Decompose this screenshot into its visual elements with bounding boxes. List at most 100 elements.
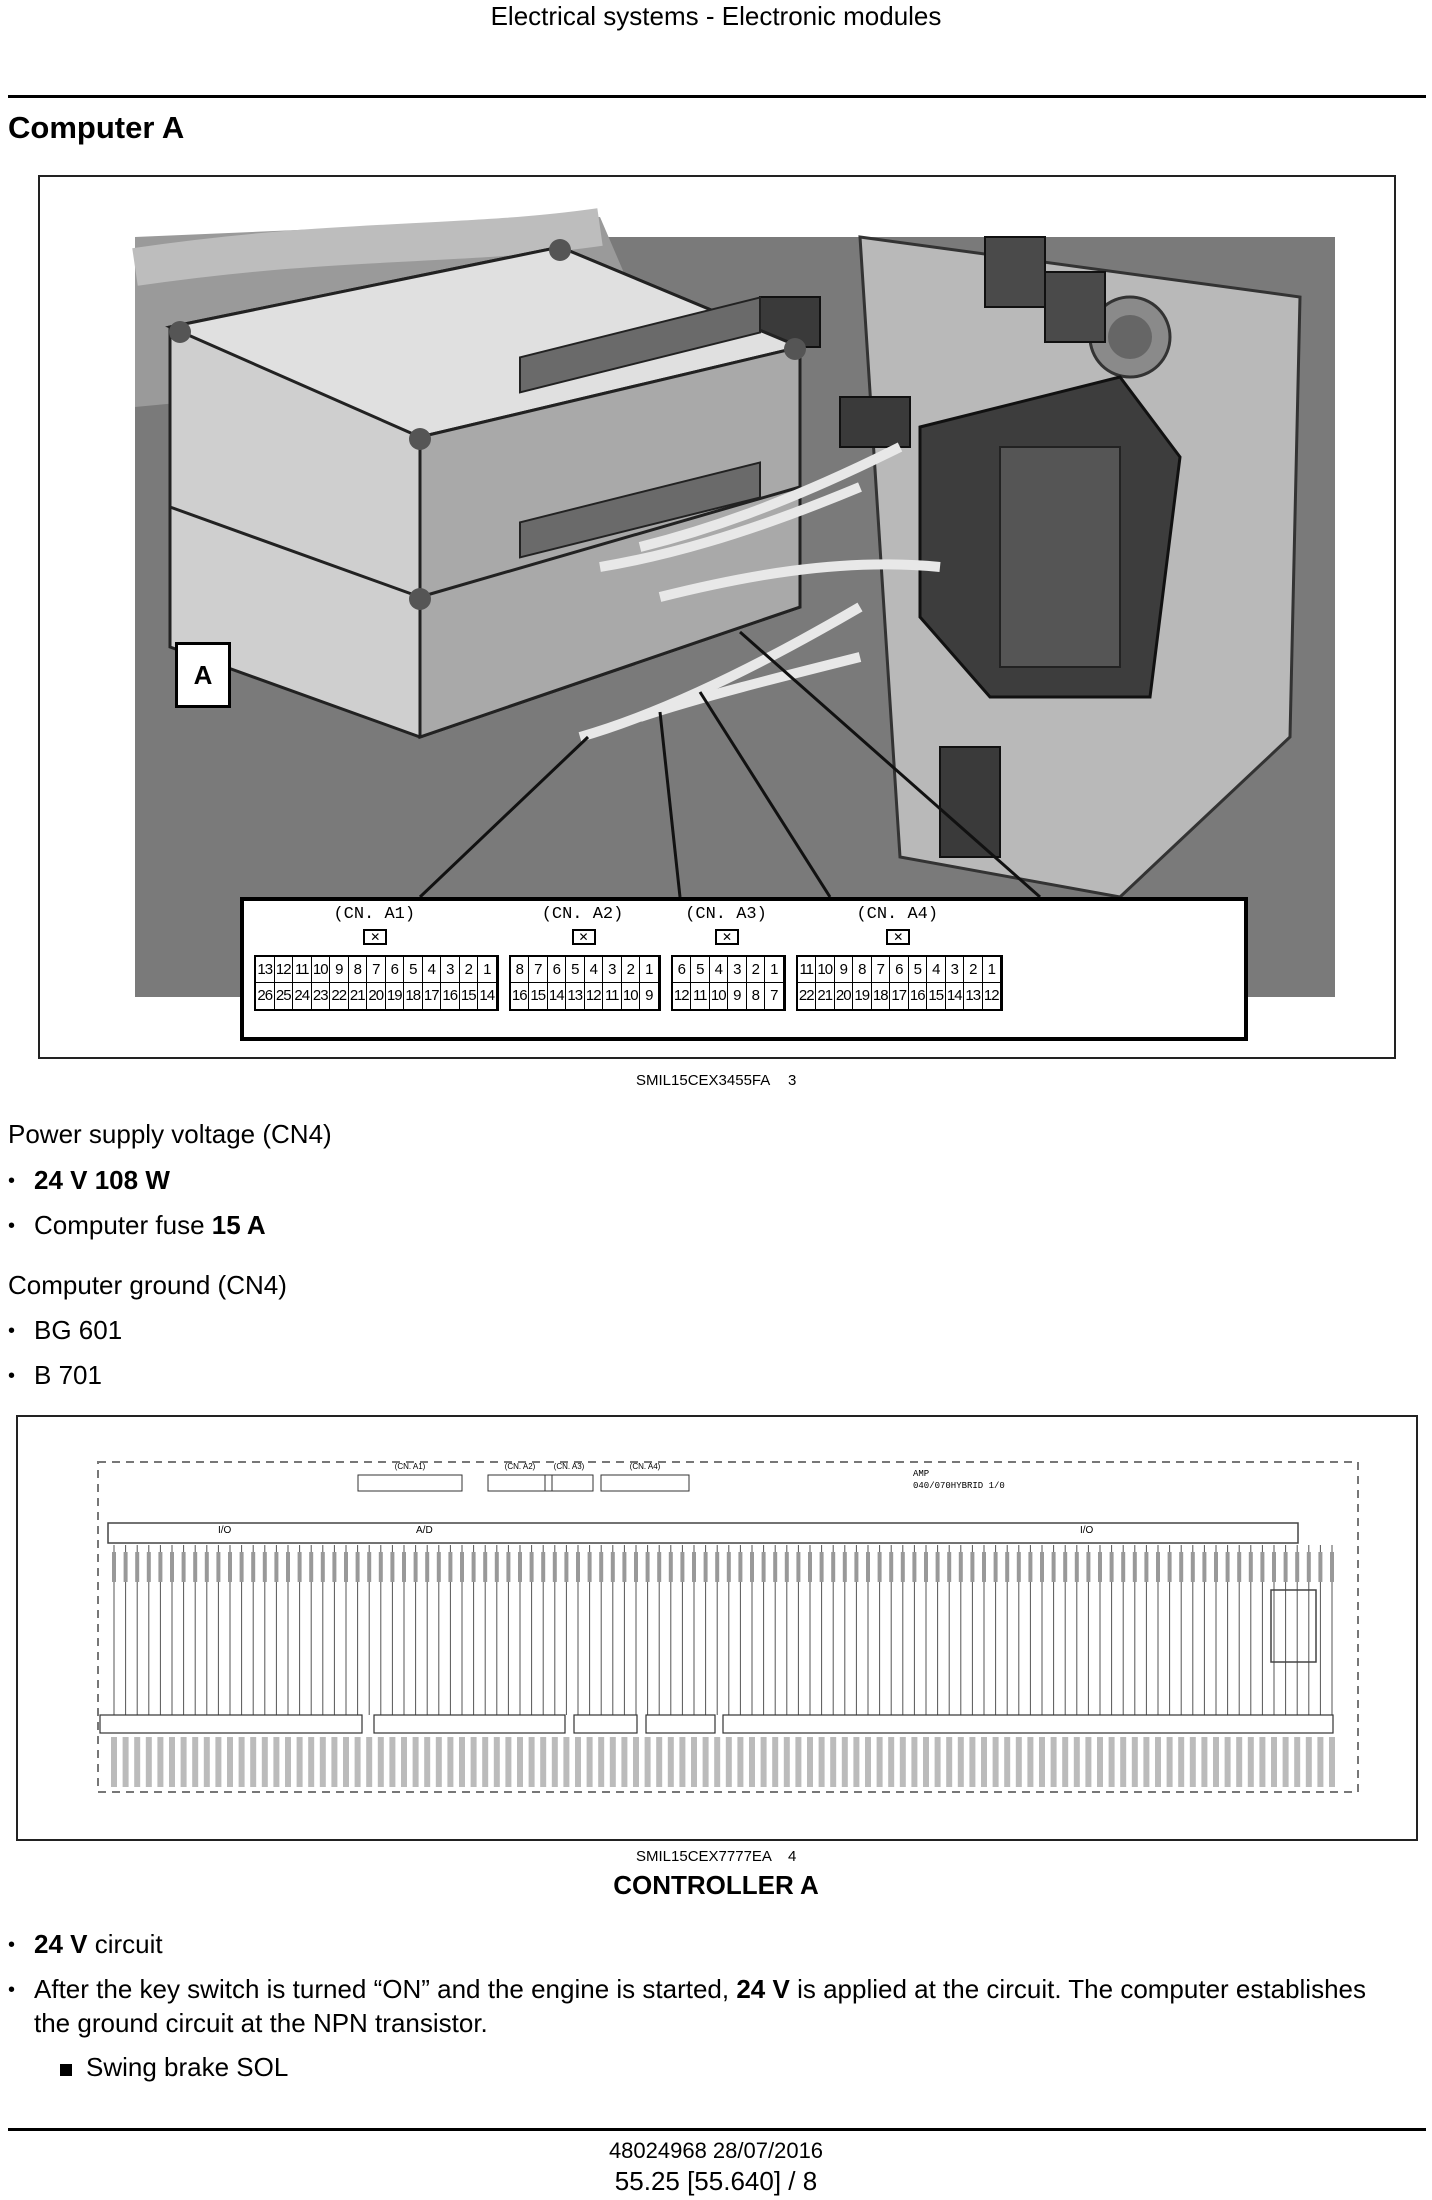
wire-label-block — [911, 1737, 918, 1787]
signal-label-block — [726, 1552, 731, 1582]
pin-number: 15 — [460, 983, 478, 1009]
pin-number: 4 — [709, 957, 728, 983]
bolt — [784, 338, 806, 360]
pin-number: 6 — [547, 957, 566, 983]
signal-label-block — [900, 1552, 905, 1582]
bullet-icon: • — [8, 1170, 16, 1192]
pin-number: 4 — [422, 957, 441, 983]
wire-label-block — [1317, 1737, 1324, 1787]
bullet-icon: • — [8, 1215, 16, 1237]
signal-label-block — [425, 1552, 430, 1582]
power-item-1: •24 V 108 W — [8, 1163, 170, 1198]
pin-number: 1 — [982, 957, 1001, 983]
pin-number: 2 — [964, 957, 983, 983]
wire-label-block — [969, 1737, 976, 1787]
signal-label-block — [610, 1552, 615, 1582]
wire-label-block — [169, 1737, 175, 1787]
signal-label-block — [436, 1552, 441, 1582]
signal-label-block — [796, 1552, 801, 1582]
signal-label-block — [1179, 1552, 1184, 1582]
wire-label-block — [145, 1737, 152, 1787]
footer-rule — [8, 2128, 1426, 2131]
signal-label-block — [1306, 1552, 1311, 1582]
pin-number: 5 — [566, 957, 585, 983]
signal-label-block — [622, 1552, 627, 1582]
signal-label-block — [1016, 1552, 1021, 1582]
pin-number: 13 — [964, 983, 983, 1009]
power-item-2: •Computer fuse 15 A — [8, 1208, 266, 1243]
signal-label-block — [1121, 1552, 1126, 1582]
wire-label-block — [644, 1737, 651, 1787]
signal-label-block — [935, 1552, 940, 1582]
pin-number: 7 — [529, 957, 548, 983]
wire-label-block — [319, 1737, 326, 1787]
pin-number: 6 — [672, 957, 691, 983]
pin-number: 8 — [510, 957, 529, 983]
pin-number: 16 — [909, 983, 927, 1009]
pin-number: 9 — [728, 983, 747, 1009]
signal-label-block — [448, 1552, 453, 1582]
pin-number: 2 — [621, 957, 640, 983]
wire-label-block — [934, 1737, 941, 1787]
signal-label-block — [982, 1552, 986, 1582]
wire-label-block — [1236, 1737, 1243, 1787]
wire-label-block — [447, 1737, 454, 1787]
computer-a-illustration — [132, 208, 1335, 997]
signal-label-block — [576, 1552, 580, 1582]
signal-label-block — [367, 1552, 372, 1582]
round-connector-inner — [1108, 315, 1152, 359]
pin-number: 5 — [691, 957, 710, 983]
wire-label-block — [737, 1737, 744, 1787]
socket-lower — [519, 461, 761, 559]
wire-label-block — [296, 1737, 303, 1787]
bullet-icon: • — [8, 1934, 16, 1956]
plug — [839, 396, 911, 448]
pin-number: 20 — [367, 983, 386, 1009]
pin-number: 25 — [275, 983, 293, 1009]
pin-number: 18 — [872, 983, 890, 1009]
pin-number: 14 — [946, 983, 964, 1009]
pin-number: 1 — [478, 957, 497, 983]
wire-label-block — [865, 1737, 871, 1787]
wire-label-block — [331, 1737, 338, 1787]
signal-label-block — [889, 1552, 894, 1582]
signal-label-block — [1098, 1552, 1102, 1582]
signal-label-block — [1260, 1552, 1265, 1582]
wire-label-block — [714, 1737, 721, 1787]
wire-label-block — [157, 1737, 164, 1787]
pin-number: 15 — [529, 983, 548, 1009]
controller-wiring-diagram: (CN. A1)(CN. A2)(CN. A3)(CN. A4) — [97, 1461, 1359, 1793]
wire-label-block — [1189, 1737, 1196, 1787]
callout-a: A — [175, 642, 231, 708]
wire-label-block — [749, 1737, 755, 1787]
signal-label-block — [842, 1552, 847, 1582]
pin-number: 17 — [890, 983, 909, 1009]
wire-label-block — [853, 1737, 860, 1787]
bullet-icon: • — [8, 1320, 16, 1342]
signal-label-block — [193, 1552, 198, 1582]
pin-number: 22 — [330, 983, 349, 1009]
pin-number: 17 — [423, 983, 441, 1009]
wire-label-block — [1329, 1737, 1335, 1787]
pin-number: 3 — [441, 957, 460, 983]
wire-label-block — [830, 1737, 837, 1787]
pin-number: 12 — [274, 957, 293, 983]
signal-label-block — [181, 1552, 186, 1582]
pin-number: 13 — [256, 957, 275, 983]
pin-number: 5 — [404, 957, 423, 983]
wire-label-block — [1062, 1737, 1069, 1787]
signal-label-block — [819, 1552, 824, 1582]
signal-label-block — [274, 1552, 279, 1582]
pin-number: 10 — [622, 983, 640, 1009]
signal-label-block — [1005, 1552, 1010, 1582]
connector-header-label: (CN. A4) — [630, 1462, 661, 1471]
signal-label-block — [1109, 1552, 1114, 1582]
power-box — [1270, 1589, 1317, 1663]
pin-number: 10 — [710, 983, 728, 1009]
pin-number: 21 — [816, 983, 835, 1009]
pin-number: 12 — [983, 983, 1001, 1009]
signal-label-block — [773, 1552, 778, 1582]
connector-header-box — [357, 1474, 463, 1492]
signal-label-block — [1086, 1552, 1091, 1582]
